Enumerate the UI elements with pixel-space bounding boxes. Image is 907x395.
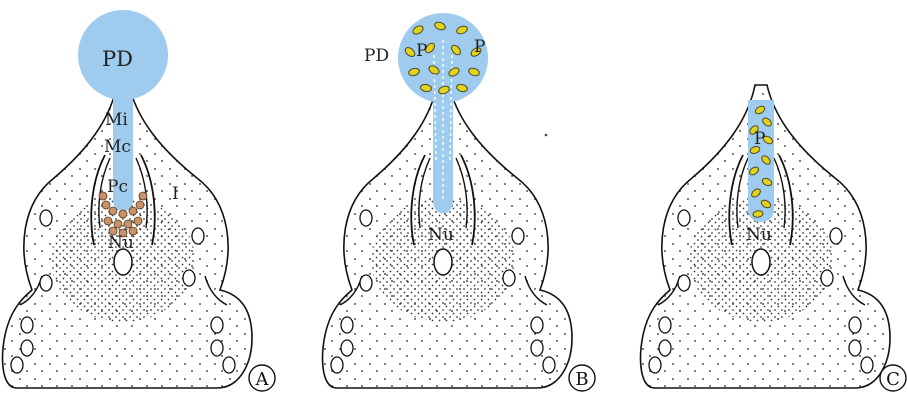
stray-dot <box>545 134 548 137</box>
label-nucellus-c: Nu <box>746 225 772 245</box>
label-integument: I <box>172 184 179 204</box>
label-micropyle: Mi <box>105 110 128 130</box>
label-nucellus-a: Nu <box>108 233 134 253</box>
label-nucellus-b: Nu <box>428 225 454 245</box>
panel-letter-a: A <box>255 369 270 390</box>
label-pd-a: PD <box>102 47 133 71</box>
panel-letter-c: C <box>886 369 900 390</box>
label-pollen-chamber: Pc <box>107 177 128 197</box>
panel-c: P Nu C <box>641 85 906 391</box>
panel-a: PD Mi Mc Pc I Nu A <box>3 10 275 391</box>
panel-letter-b: B <box>575 369 588 390</box>
panel-b: PD P P Nu B <box>323 13 595 391</box>
label-pollen-c: P <box>754 129 765 149</box>
label-pd-b: PD <box>364 46 389 66</box>
embryo-sac <box>752 249 770 275</box>
label-micropylar-canal: Mc <box>104 137 131 157</box>
label-pollen-right: P <box>474 37 485 57</box>
embryo-sac <box>434 249 452 275</box>
label-pollen-left: P <box>416 41 427 61</box>
